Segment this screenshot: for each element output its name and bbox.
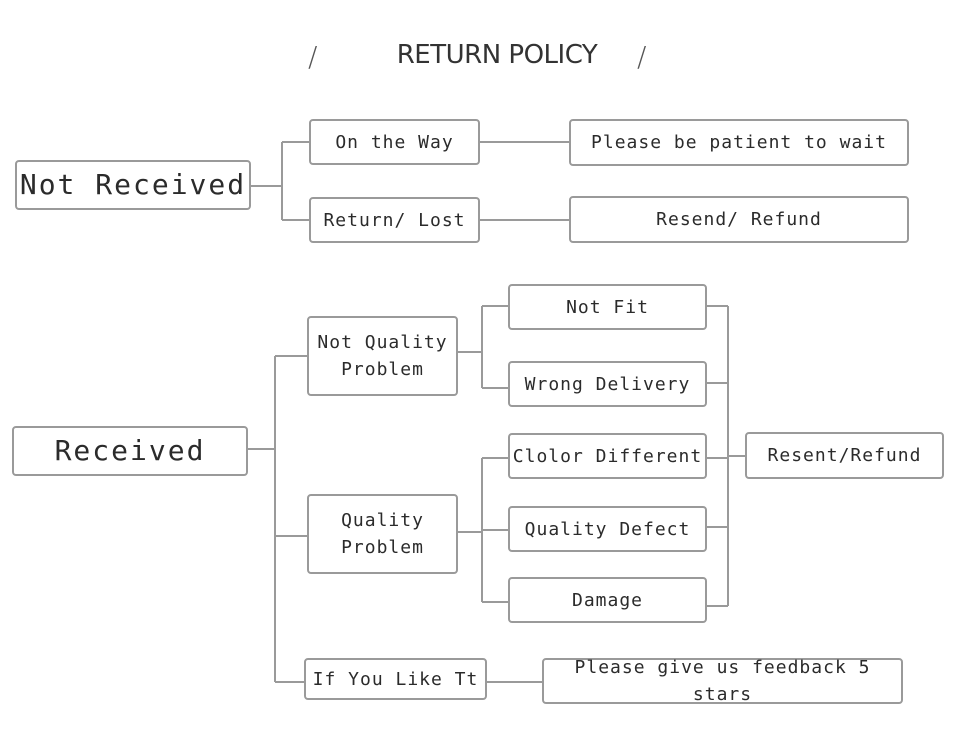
node-received: Received bbox=[12, 426, 248, 476]
title-slash-right: / bbox=[637, 40, 647, 73]
node-please-wait: Please be patient to wait bbox=[569, 119, 909, 166]
connector-quality bbox=[456, 457, 510, 603]
title-slash-left: / bbox=[308, 40, 318, 73]
node-damage: Damage bbox=[508, 577, 707, 623]
node-quality-defect: Quality Defect bbox=[508, 506, 707, 552]
page-title: RETURN POLICY bbox=[396, 40, 598, 70]
node-resent-refund: Resent/Refund bbox=[745, 432, 944, 479]
connector-received bbox=[247, 355, 309, 683]
node-not-received: Not Received bbox=[15, 160, 251, 210]
connector-not-quality bbox=[456, 305, 510, 389]
node-wrong-delivery: Wrong Delivery bbox=[508, 361, 707, 407]
node-return-lost: Return/ Lost bbox=[309, 197, 480, 243]
node-if-you-like: If You Like Tt bbox=[304, 658, 487, 700]
node-resend-refund: Resend/ Refund bbox=[569, 196, 909, 243]
connector-not-received bbox=[250, 141, 310, 221]
node-feedback: Please give us feedback 5 stars bbox=[542, 657, 903, 705]
node-not-fit: Not Fit bbox=[508, 284, 707, 330]
node-color-different: Clolor Different bbox=[508, 433, 707, 479]
node-quality-problem: Quality Problem bbox=[307, 494, 458, 574]
node-on-the-way: On the Way bbox=[309, 119, 480, 165]
node-not-quality-problem: Not Quality Problem bbox=[307, 316, 458, 396]
connector-resent-refund bbox=[705, 305, 747, 607]
